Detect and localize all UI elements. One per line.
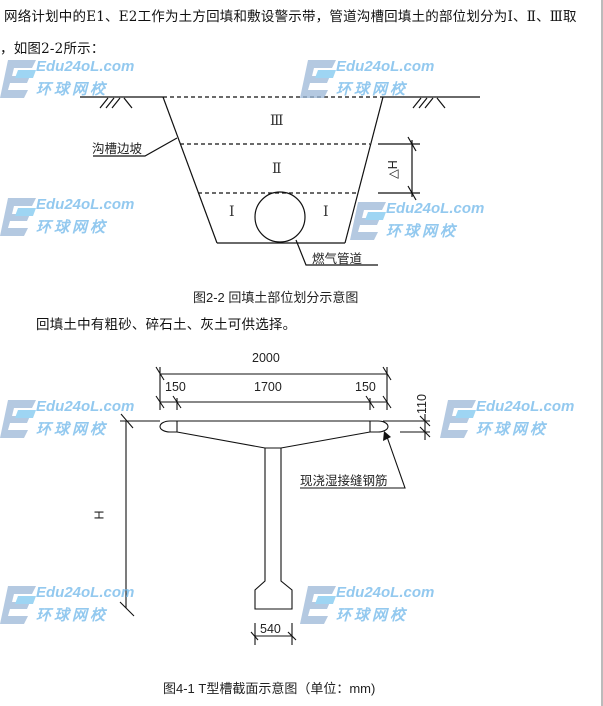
zone-3-label: Ⅲ — [270, 113, 284, 129]
dim-right-label: 150 — [355, 380, 376, 394]
dim-base-label: 540 — [260, 622, 281, 636]
paragraph-line-2: ，如图2-2所示： — [0, 41, 105, 57]
rebar-label: 现浇湿接缝钢筋 — [300, 474, 388, 488]
dim-middle-label: 1700 — [254, 380, 282, 394]
figure-2-2-caption: 图2-2 回填土部位划分示意图 — [193, 290, 359, 305]
dim-thickness-label: 110 — [414, 394, 429, 414]
figure-4-1-caption: 图4-1 T型槽截面示意图（单位：mm) — [163, 681, 376, 696]
dim-left-label: 150 — [165, 380, 186, 394]
zone-1-right-label: Ⅰ — [323, 204, 329, 220]
dim-height-label: H — [92, 510, 107, 520]
paragraph-line-1: 网络计划中的E1、E2工作为土方回填和敷设警示带，管道沟槽回填土的部位划分为Ⅰ、… — [4, 9, 577, 25]
zone-1-left-label: Ⅰ — [229, 204, 235, 220]
slope-label: 沟槽边坡 — [92, 142, 143, 156]
page-edge — [601, 0, 603, 706]
pipe-label: 燃气管道 — [312, 252, 363, 266]
zone-2-label: Ⅱ — [272, 161, 282, 177]
dim-total-label: 2000 — [252, 351, 280, 365]
paragraph-2: 回填土中有粗砂、碎石土、灰土可供选择。 — [36, 317, 297, 333]
